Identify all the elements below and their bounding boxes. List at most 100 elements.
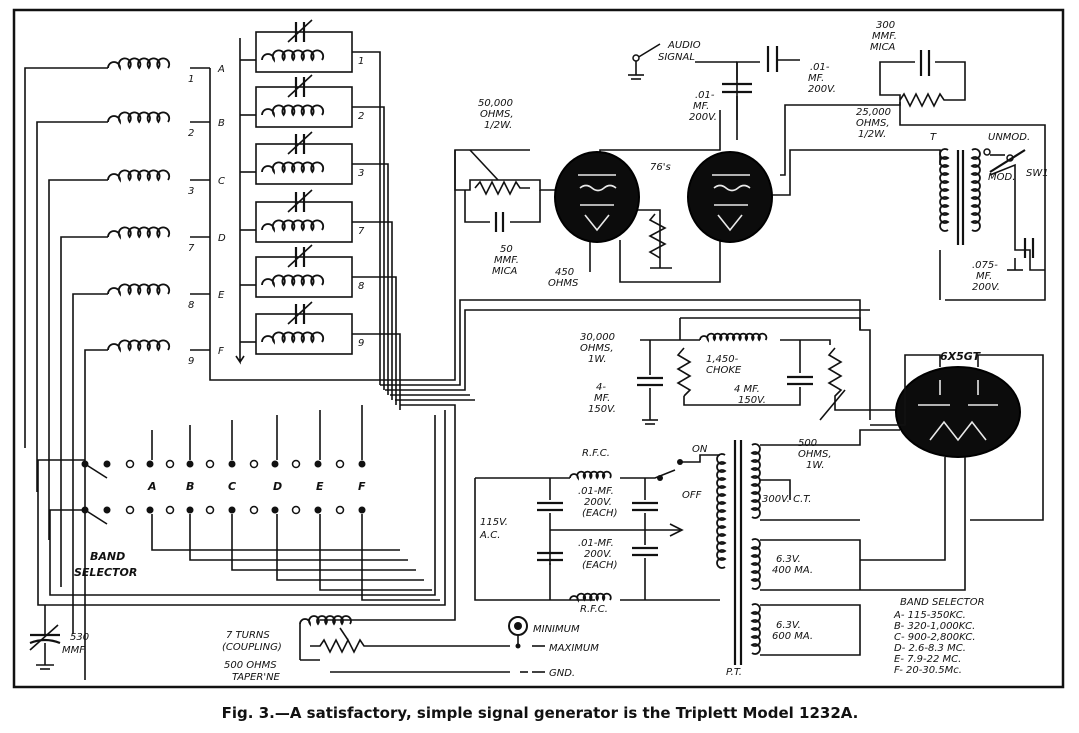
selector-top-terminal-7 (205, 459, 215, 469)
band-selector-label-2: SELECTOR (74, 566, 137, 579)
tube-76-modulator (687, 151, 773, 243)
band-letter-F: F (218, 346, 224, 357)
left-coil-1 (107, 57, 171, 71)
tube76-label: 76's (650, 162, 671, 173)
left-coil-4 (107, 226, 171, 240)
transformer-t-label: T (930, 132, 937, 143)
selector-letter-C: C (228, 480, 236, 493)
selector-top-terminal-9 (249, 459, 259, 469)
var-cap-label-1: 530 (70, 632, 89, 643)
res50000-label-2: OHMS, (480, 109, 514, 120)
selector-bottom-terminal-7 (205, 505, 215, 515)
selector-bottom-terminal-2 (103, 506, 111, 514)
selector-bottom-terminal-8 (228, 506, 236, 514)
band-table-row-6: F- 20-30.5Mc. (894, 665, 962, 676)
coupling-label-1: 7 TURNS (226, 630, 270, 641)
band-letter-D: D (218, 233, 226, 244)
cap075-label-3: 200V. (972, 282, 1000, 293)
selector-bottom-lead-C (231, 514, 416, 571)
selector-bottom-lead-E (319, 514, 432, 591)
selector-bottom-terminal-14 (358, 506, 366, 514)
v300-label: 300V. C.T. (762, 494, 811, 505)
cap01b-label-3: 200V. (689, 112, 717, 123)
trimmer-arrow-3 (287, 131, 313, 155)
selector-bottom-lead-A (151, 514, 400, 551)
left-coil-5 (107, 283, 171, 297)
ac-label-2: A.C. (479, 530, 500, 541)
res450-label-1: 450 (555, 267, 574, 278)
taper-label-2: TAPER'NE (232, 672, 281, 683)
maximum-label: MAXIMUM (549, 643, 599, 654)
res30000-label-3: 1W. (588, 354, 607, 365)
pt-label: P.T. (726, 667, 742, 678)
cap300-label-2: MMF. (872, 31, 897, 42)
left-coil-wire-4 (60, 236, 108, 587)
right-coil-5 (261, 274, 325, 288)
audio-label-2: SIGNAL (658, 52, 695, 63)
selector-letter-D: D (273, 480, 282, 493)
right-coil-out-3 (352, 163, 389, 395)
res30000-label-2: OHMS, (580, 343, 614, 354)
cap50-label-1: 50 (500, 244, 513, 255)
band-table-row-3: C- 900-2,800KC. (894, 632, 976, 643)
audio-label-1: AUDIO (667, 40, 701, 51)
selector-wiper-bottom (84, 509, 108, 525)
diagram-frame (12, 8, 1065, 689)
left-coil-number-5: 8 (188, 300, 194, 311)
selector-top-terminal-13 (335, 459, 345, 469)
unmod-label: UNMOD. (988, 132, 1030, 143)
band-letter-C: C (218, 176, 225, 187)
res500-label-3: 1W. (806, 460, 825, 471)
taper-label-1: 500 OHMS (224, 660, 277, 671)
res25000-label-3: 1/2W. (858, 129, 886, 140)
right-coil-out-1 (352, 51, 381, 385)
cap4a-label-2: MF. (594, 393, 610, 404)
selector-top-terminal-2 (103, 460, 111, 468)
res500-label-2: OHMS, (798, 449, 832, 460)
cap-each-2-label-c: (EACH) (582, 560, 617, 571)
right-coil-3 (261, 161, 325, 175)
selector-bottom-lead-B (189, 514, 408, 561)
v63b-label-2: 600 MA. (772, 631, 813, 642)
cap4a-label-3: 150V. (588, 404, 616, 415)
trimmer-arrow-6 (287, 301, 313, 325)
cap300-label-3: MICA (870, 42, 896, 53)
right-coil-number-3: 3 (358, 168, 364, 179)
res30000-label-1: 30,000 (580, 332, 615, 343)
right-coil-2 (261, 104, 325, 118)
band-selector-table: BAND SELECTOR A- 115-350KC.B- 320-1,000K… (893, 597, 985, 676)
choke-label-1: 1,450- (706, 354, 739, 365)
res50000-label-1: 50,000 (478, 98, 513, 109)
var-cap-label-2: MMF. (62, 645, 87, 656)
selector-bottom-terminal-3 (125, 505, 135, 515)
right-coil-1 (261, 49, 325, 63)
selector-letter-E: E (316, 480, 324, 493)
cap50-label-3: MICA (492, 266, 518, 277)
right-coil-4 (261, 219, 325, 233)
selector-bottom-terminal-4 (146, 506, 154, 514)
coupling-coil (299, 615, 352, 661)
cap300-label-1: 300 (876, 20, 895, 31)
selector-top-terminal-5 (165, 459, 175, 469)
right-coil-number-4: 7 (358, 226, 365, 237)
left-coil-wire-1 (24, 67, 108, 448)
left-coil-number-6: 9 (188, 356, 194, 367)
trimmer-arrow-1 (287, 19, 313, 43)
right-coil-number-1: 1 (358, 56, 364, 67)
left-coil-wire-5 (72, 293, 108, 634)
selector-bottom-terminal-10 (271, 506, 279, 514)
off-label: OFF (682, 490, 702, 501)
selector-letter-F: F (358, 480, 366, 493)
selector-top-terminal-12 (314, 460, 322, 468)
cap4b-label-2: 150V. (738, 395, 766, 406)
selector-bottom-terminal-6 (186, 506, 194, 514)
on-label: ON (692, 444, 708, 455)
taper-potentiometer (310, 627, 510, 673)
figure-caption: Fig. 3.—A satisfactory, simple signal ge… (222, 704, 859, 722)
band-selector-label-1: BAND (90, 550, 125, 563)
selector-wiper-top (84, 463, 108, 479)
ac-label-1: 115V. (480, 517, 508, 528)
cap-each-1-label-a: .01-MF. (578, 486, 614, 497)
